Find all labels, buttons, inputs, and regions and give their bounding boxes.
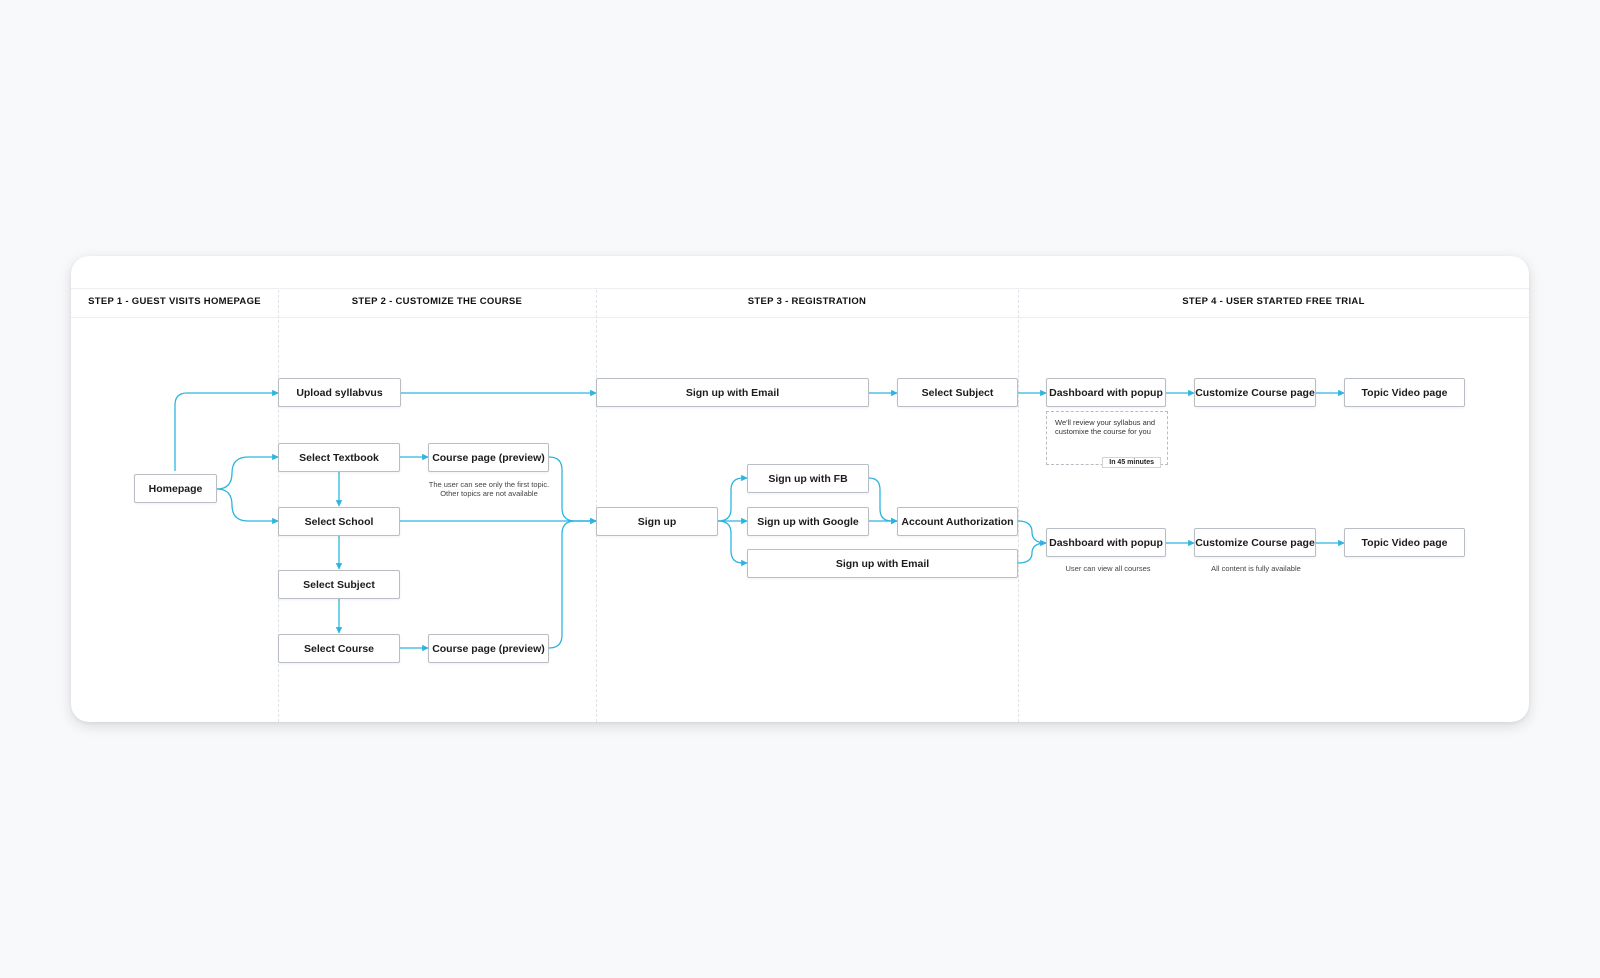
node-signup: Sign up bbox=[596, 507, 718, 536]
connector-homepage-to-textbook bbox=[216, 453, 279, 490]
step-4-header: STEP 4 - USER STARTED FREE TRIAL bbox=[1182, 296, 1365, 307]
connector-layer bbox=[174, 389, 1345, 652]
popup-badge: In 45 minutes bbox=[1102, 457, 1161, 468]
node-signup-google: Sign up with Google bbox=[747, 507, 869, 536]
connector-fb-to-auth bbox=[868, 477, 898, 525]
node-dashboard-bottom: Dashboard with popup bbox=[1046, 528, 1166, 557]
connector-email-to-dashboard bbox=[1017, 542, 1047, 564]
connector-homepage-to-school bbox=[216, 488, 279, 525]
node-upload-syllabus: Upload syllabvus bbox=[278, 378, 401, 407]
popup-message: We'll review your syllabus and customixe… bbox=[1055, 418, 1156, 436]
note-view-all-courses: User can view all courses bbox=[1065, 564, 1151, 573]
node-customize-course-top: Customize Course page bbox=[1194, 378, 1316, 407]
connector-homepage-upload bbox=[176, 392, 178, 471]
node-course-preview-bottom: Course page (preview) bbox=[428, 634, 549, 663]
node-select-course: Select Course bbox=[278, 634, 400, 663]
node-signup-fb: Sign up with FB bbox=[747, 464, 869, 493]
node-topic-video-bottom: Topic Video page bbox=[1344, 528, 1465, 557]
node-dashboard-top: Dashboard with popup bbox=[1046, 378, 1166, 407]
node-topic-video-top: Topic Video page bbox=[1344, 378, 1465, 407]
popup-preview: We'll review your syllabus and customixe… bbox=[1046, 411, 1168, 468]
note-content-available: All content is fully available bbox=[1211, 564, 1301, 573]
node-select-textbook: Select Textbook bbox=[278, 443, 400, 472]
step-2-header: STEP 2 - CUSTOMIZE THE COURSE bbox=[351, 296, 523, 307]
connector-preview-bottom-to-signup bbox=[548, 520, 596, 649]
step-1-header: STEP 1 - GUEST VISITS HOMEPAGE bbox=[88, 296, 261, 307]
connector-preview-top-to-signup bbox=[548, 456, 597, 525]
node-select-subject-step3: Select Subject bbox=[897, 378, 1018, 407]
node-account-authorization: Account Authorization bbox=[897, 507, 1018, 536]
node-signup-email-top: Sign up with Email bbox=[596, 378, 869, 407]
node-signup-email-bottom: Sign up with Email bbox=[747, 549, 1018, 578]
step-divider-2 bbox=[596, 290, 597, 722]
node-select-school: Select School bbox=[278, 507, 400, 536]
header-bottom-line bbox=[71, 317, 1529, 318]
node-homepage: Homepage bbox=[134, 474, 217, 503]
note-preview-limit: The user can see only the first topic. O… bbox=[428, 480, 550, 498]
header-top-line bbox=[71, 288, 1529, 289]
step-3-header: STEP 3 - REGISTRATION bbox=[747, 296, 867, 307]
flow-diagram-card: STEP 1 - GUEST VISITS HOMEPAGE STEP 2 - … bbox=[71, 256, 1529, 722]
connector-auth-to-dashboard bbox=[1017, 520, 1047, 547]
node-course-preview-top: Course page (preview) bbox=[428, 443, 549, 472]
node-select-subject-step2: Select Subject bbox=[278, 570, 400, 599]
connector-signup-to-fb bbox=[717, 474, 748, 522]
step-divider-1 bbox=[278, 290, 279, 722]
connector-signup-to-email bbox=[717, 520, 748, 567]
connector-homepage-to-upload bbox=[174, 389, 279, 471]
node-customize-course-bottom: Customize Course page bbox=[1194, 528, 1316, 557]
step-divider-3 bbox=[1018, 290, 1019, 722]
